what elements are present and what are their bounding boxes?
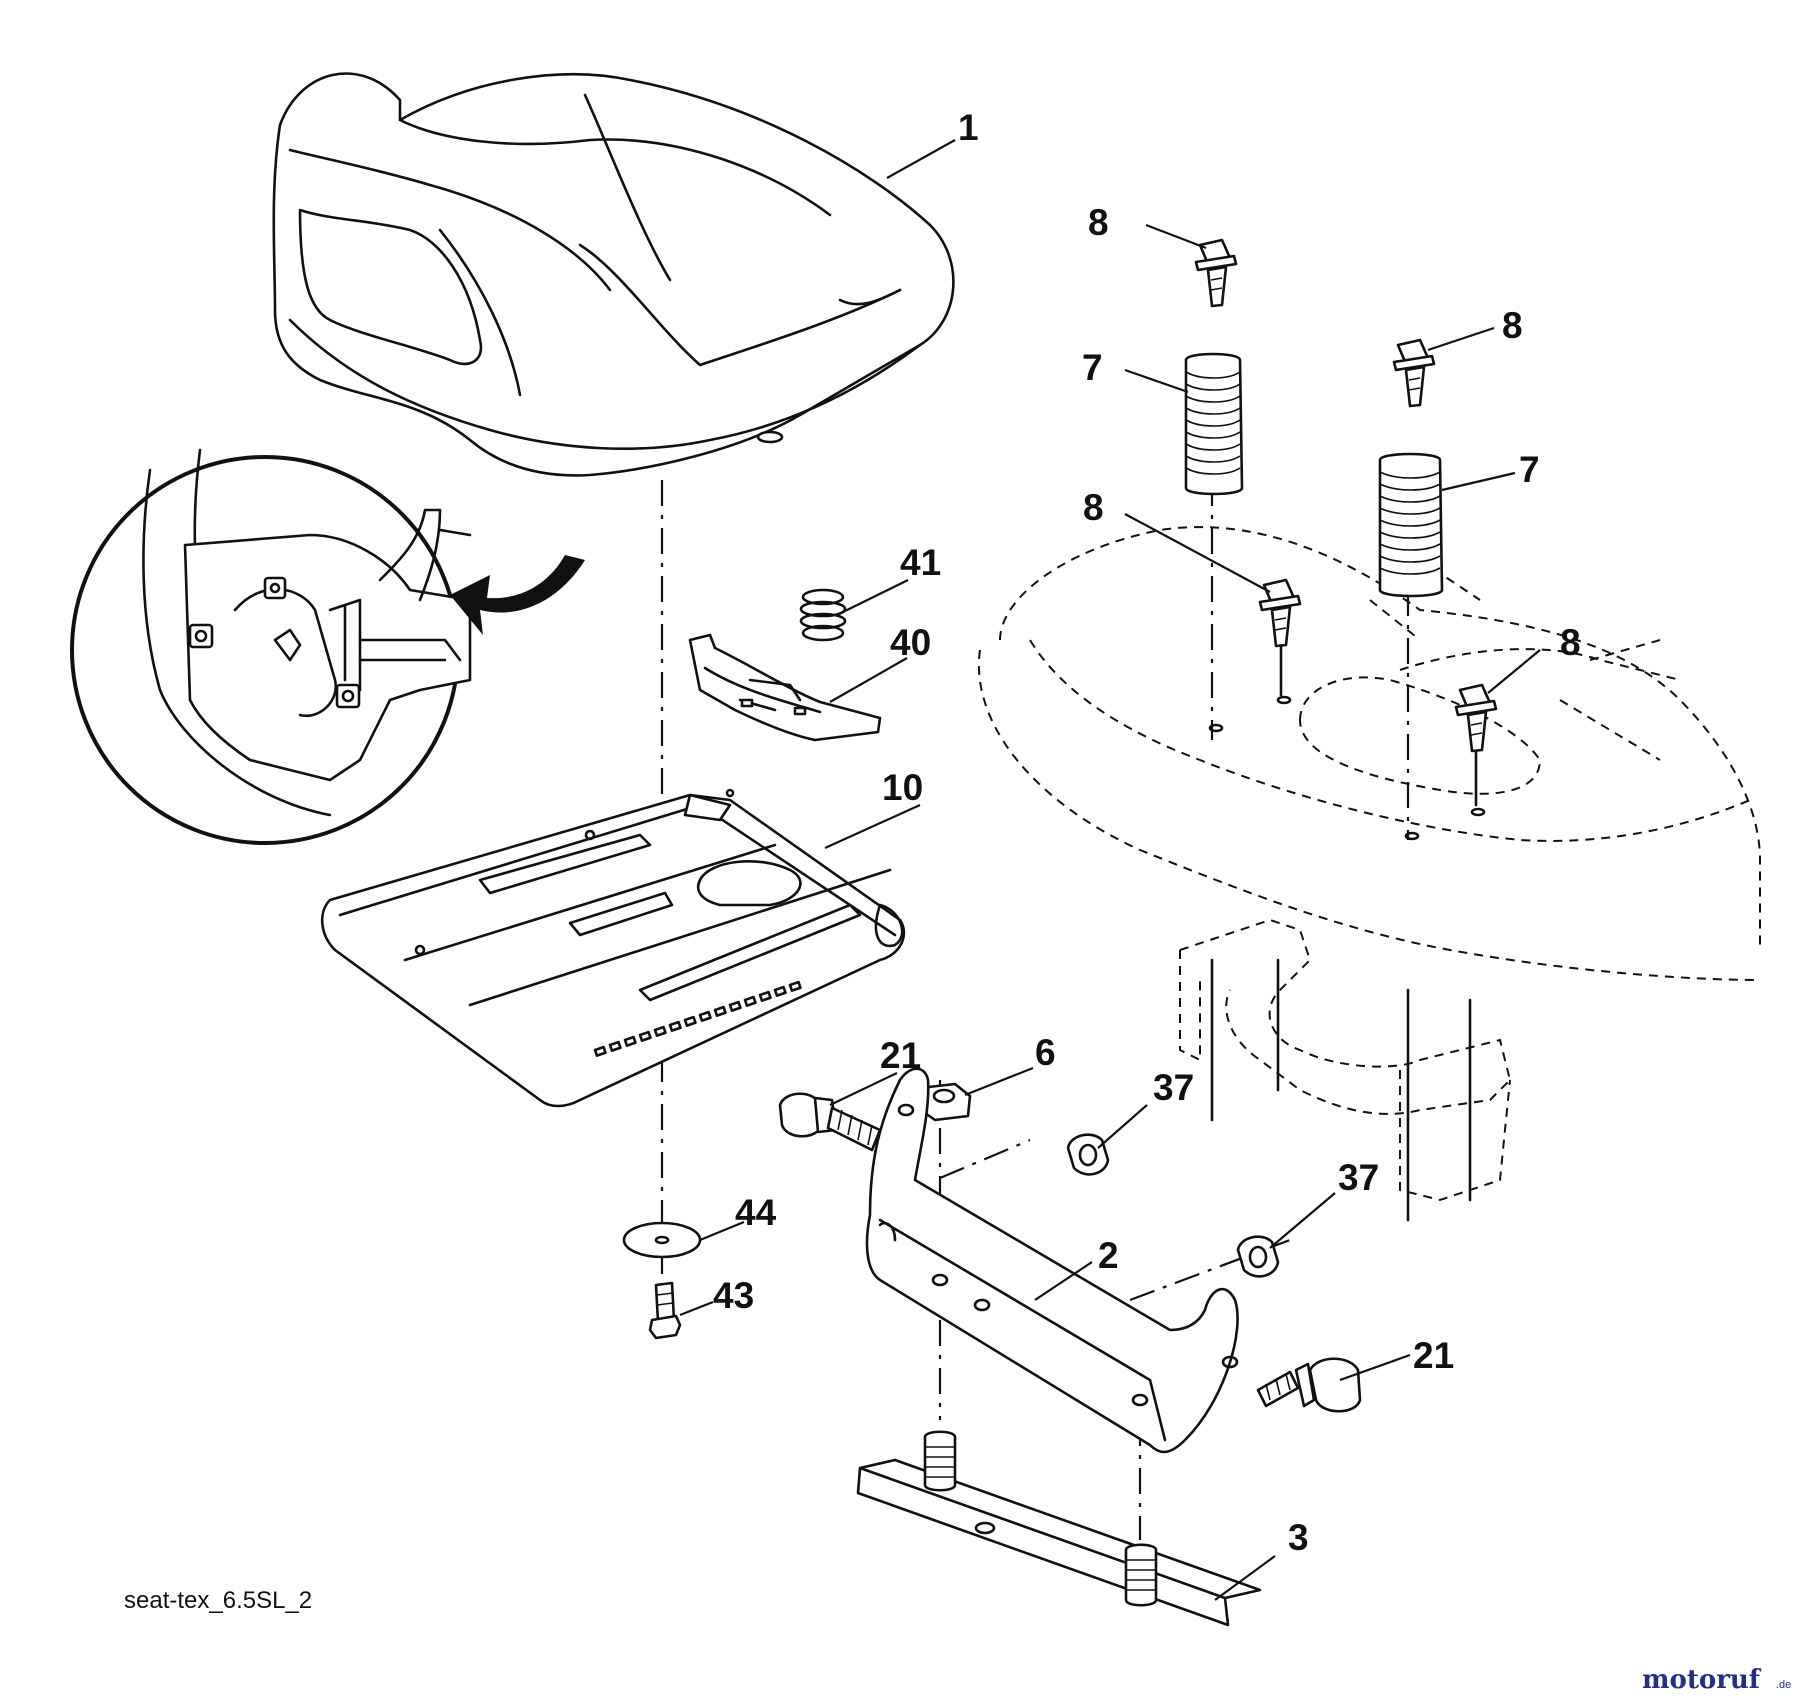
drawing-caption: seat-tex_6.5SL_2	[124, 1587, 312, 1614]
callout-37: 37	[1338, 1157, 1379, 1198]
callout-40: 40	[890, 622, 931, 663]
bolt-8-mid-left	[1258, 578, 1302, 705]
callout-7: 7	[1082, 347, 1103, 388]
nut-centerline-left	[939, 1138, 1031, 1180]
callout-21: 21	[1413, 1335, 1454, 1376]
callout-3: 3	[1288, 1517, 1309, 1558]
bolt-21-left	[778, 1092, 882, 1152]
callout-10: 10	[882, 767, 923, 808]
callout-41: 41	[900, 542, 941, 583]
nut-centerline-right	[1129, 1238, 1291, 1302]
callout-8: 8	[1088, 202, 1109, 243]
callout-8: 8	[1560, 622, 1581, 663]
callout-8: 8	[1502, 305, 1523, 346]
callout-37: 37	[1153, 1067, 1194, 1108]
callout-43: 43	[713, 1275, 754, 1316]
nut-37-lower	[1236, 1235, 1280, 1278]
seat-pan-10	[321, 788, 906, 1108]
seat	[272, 72, 955, 477]
washer-44	[622, 1221, 702, 1259]
spring-7-right	[1378, 452, 1444, 598]
frame-bracket-outline	[1179, 918, 1512, 1222]
latch-plate-40	[688, 633, 882, 742]
spring-41	[799, 588, 847, 642]
bolt-8-mid-right	[1454, 683, 1498, 817]
fender-hole	[1208, 723, 1224, 733]
bolt-43	[648, 1281, 682, 1340]
callout-7: 7	[1519, 449, 1540, 490]
bolt-8-top-left	[1194, 238, 1238, 308]
callout-44: 44	[735, 1192, 777, 1233]
watermark-logo: motoruf	[1642, 1665, 1762, 1695]
callout-2: 2	[1098, 1235, 1119, 1276]
bolt-8-top-right	[1392, 338, 1436, 408]
fender-hole	[1404, 831, 1420, 841]
nut-6	[916, 1082, 972, 1122]
callout-6: 6	[1035, 1032, 1056, 1073]
callout-8: 8	[1083, 487, 1104, 528]
watermark-suffix: .de	[1776, 1679, 1791, 1691]
nut-37-upper	[1066, 1133, 1110, 1176]
mount-bracket-2	[865, 1067, 1239, 1454]
callout-1: 1	[958, 107, 979, 148]
fender-outline	[977, 526, 1761, 981]
stud-plate-3	[856, 1430, 1262, 1627]
vent-slots	[593, 980, 802, 1057]
callout-21: 21	[880, 1035, 921, 1076]
detail-inset	[70, 448, 585, 845]
callout-labels: 1 8 7 8 7 8 8 41 40 10 21 6 37 37 44 43 …	[713, 107, 1581, 1558]
leader-lines	[679, 139, 1541, 1601]
bolt-21-right	[1256, 1357, 1362, 1413]
spring-7-left	[1184, 352, 1244, 496]
